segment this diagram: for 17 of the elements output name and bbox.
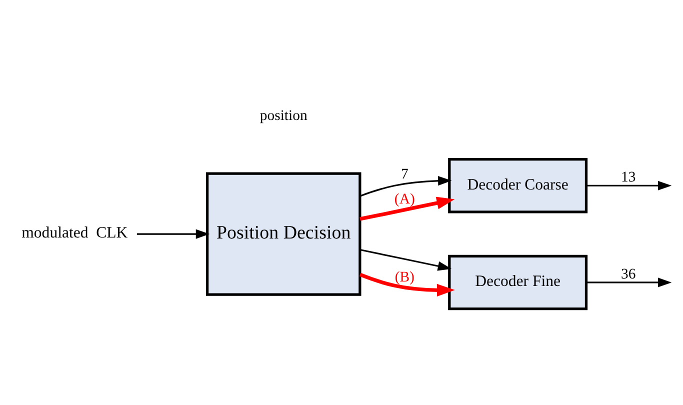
edge-label: (B) (394, 269, 414, 286)
node-box: Position Decision (206, 172, 362, 296)
edge-label: 13 (620, 169, 636, 186)
arrow (586, 180, 672, 190)
node-box: Decoder Coarse (448, 158, 588, 213)
arrow (136, 228, 210, 238)
arrow (360, 176, 452, 196)
edge-label: 7 (400, 166, 408, 182)
arrow (360, 196, 455, 220)
arrow (586, 277, 672, 287)
node-box: Decoder Fine (448, 254, 588, 310)
arrow (360, 248, 452, 270)
edge-label: 36 (620, 266, 636, 282)
node-text: modulated CLK (22, 224, 128, 242)
arrow (359, 272, 455, 296)
label: position (260, 108, 308, 124)
edge-label: (A) (394, 191, 415, 208)
